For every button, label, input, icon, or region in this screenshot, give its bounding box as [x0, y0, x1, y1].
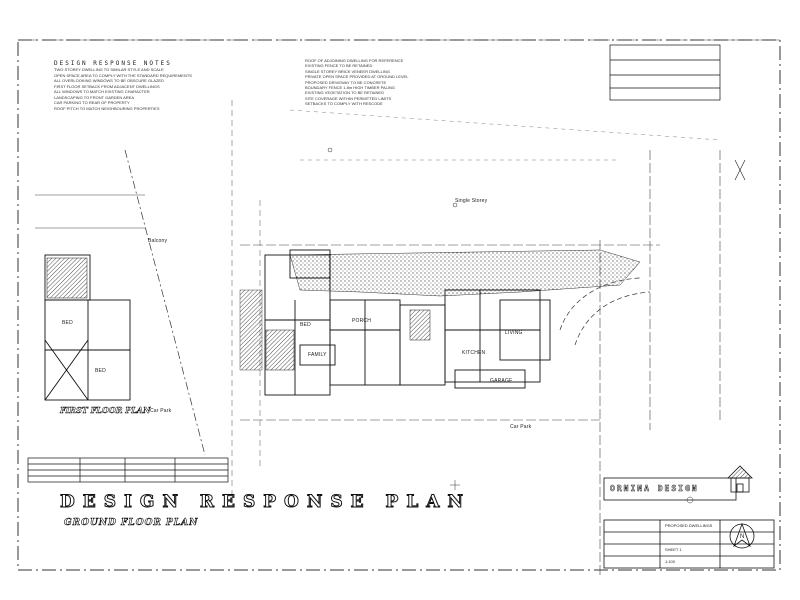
- design-response-notes: DESIGN RESPONSE NOTES TWO STOREY DWELLIN…: [54, 60, 234, 111]
- firm-name: ORNINA DESIGN: [610, 484, 699, 494]
- boundary-line: [124, 149, 206, 456]
- right-notes-line: SITE COVERAGE WITHIN PERMITTED LIMITS: [305, 95, 392, 101]
- drawing-subtitle: GROUND FLOOR PLAN: [64, 518, 199, 529]
- right-notes: ROOF OF ADJOINING DWELLING FOR REFERENCE…: [305, 58, 505, 107]
- notes-heading: DESIGN RESPONSE NOTES: [54, 60, 172, 67]
- right-notes-line: ROOF OF ADJOINING DWELLING FOR REFERENCE: [305, 58, 404, 63]
- balcony-label: Balcony: [148, 238, 168, 244]
- notes-line: CAR PARKING TO REAR OF PROPERTY: [54, 100, 130, 105]
- car-park-label-first: Car Park: [150, 408, 172, 414]
- right-notes-line: EXISTING VEGETATION TO BE RETAINED: [305, 90, 384, 96]
- sheet-border: [17, 39, 781, 571]
- notes-line: TWO STOREY DWELLING TO SIMILAR STYLE AND…: [54, 67, 164, 72]
- house-logo-icon: [727, 465, 753, 493]
- first-floor-plan-title: FIRST FLOOR PLAN: [60, 405, 151, 416]
- right-notes-line: PRIVATE OPEN SPACE PROVIDED AT GROUND LE…: [305, 74, 409, 80]
- ground-floor-plan: [264, 249, 551, 396]
- first-bed-label-2: BED: [95, 368, 106, 374]
- left-title-table: [27, 457, 229, 483]
- right-notes-line: EXISTING FENCE TO BE RETAINED: [305, 63, 373, 69]
- top-right-title-box: [609, 44, 721, 101]
- tb-drawing-no: SHEET 1: [665, 547, 682, 552]
- notes-line: OPEN SPACE AREA TO COMPLY WITH THE STAND…: [54, 72, 192, 78]
- title-block: [603, 477, 775, 569]
- room-porch-label: PORCH: [352, 318, 372, 324]
- room-living-label: LIVING: [505, 330, 523, 336]
- drawing-title: DESIGN RESPONSE PLAN: [59, 492, 472, 513]
- first-bed-label: BED: [62, 320, 73, 326]
- right-notes-line: SINGLE STOREY BRICK VENEER DWELLING: [305, 68, 390, 74]
- stair-hatch: [265, 329, 295, 371]
- room-kitchen-label: KITCHEN: [462, 350, 486, 356]
- right-notes-line: SETBACKS TO COMPLY WITH RESCODE: [305, 101, 383, 107]
- north-arrow-icon: [729, 522, 755, 549]
- notes-line: LANDSCAPING TO FRONT GARDEN AREA: [54, 94, 135, 100]
- notes-line: FIRST FLOOR SETBACK FROM ADJACENT DWELLI…: [54, 83, 160, 89]
- first-floor-plan: [44, 254, 131, 401]
- notes-line: ALL OVERLOOKING WINDOWS TO BE OBSCURE GL…: [54, 78, 164, 83]
- notes-line: ALL WINDOWS TO MATCH EXISTING CHARACTER: [54, 89, 150, 94]
- right-notes-line: BOUNDARY FENCE 1.8m HIGH TIMBER PALING: [305, 85, 395, 91]
- driveway: [559, 277, 641, 331]
- tb-scale: 1:100: [665, 559, 676, 564]
- single-storey-label: Single Storey: [455, 198, 488, 204]
- landscape-area: [289, 249, 641, 297]
- right-notes-line: PROPOSED DRIVEWAY TO BE CONCRETE: [305, 79, 387, 85]
- room-garage-label: GARAGE: [490, 378, 513, 384]
- room-family-label: FAMILY: [308, 352, 327, 358]
- room-bed-label: BED: [300, 322, 311, 328]
- car-park-label: Car Park: [510, 424, 532, 430]
- notes-line: ROOF PITCH TO MATCH NEIGHBOURING PROPERT…: [54, 105, 160, 111]
- tb-project: PROPOSED DWELLINGS: [665, 523, 713, 528]
- tb-north-label: N: [740, 534, 745, 540]
